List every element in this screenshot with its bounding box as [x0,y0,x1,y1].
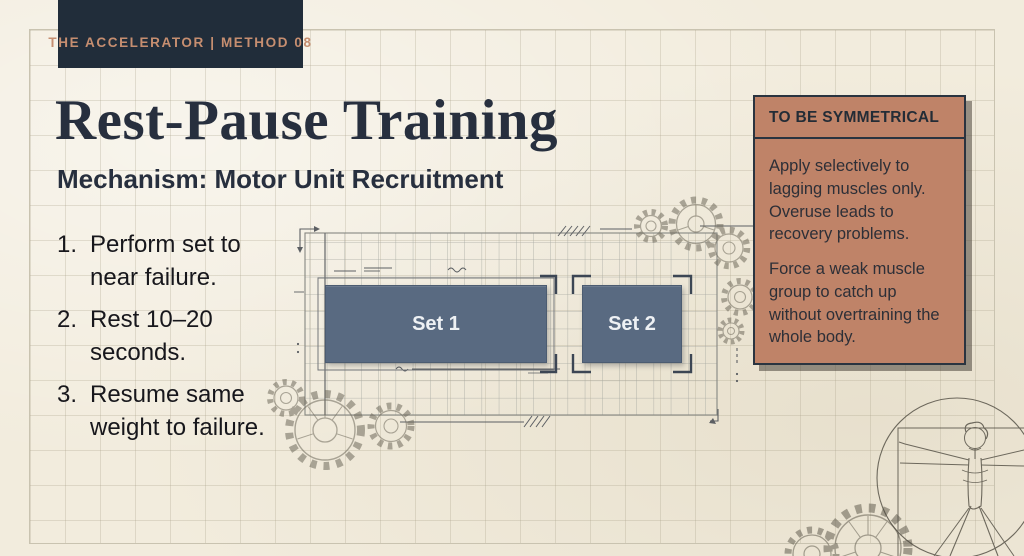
step-number: 3. [57,381,78,408]
method-badge: THE ACCELERATOR | METHOD 08 [48,0,311,68]
step-item-1: 1. Perform set to near failure. [57,228,307,294]
step-text: Perform set to near failure. [90,231,241,291]
step-number: 2. [57,306,78,333]
set1-label: Set 1 [412,312,460,335]
callout-paragraph-2: Force a weak muscle group to catch up wi… [769,260,940,347]
step-text: Rest 10–20 seconds. [90,306,213,366]
callout-title: TO BE SYMMETRICAL [755,97,964,139]
set2-label: Set 2 [608,312,656,335]
callout-paragraph-1: Apply selectively to lagging muscles onl… [769,157,926,244]
method-badge-label: THE ACCELERATOR | METHOD 08 [48,34,313,50]
step-item-2: 2. Rest 10–20 seconds. [57,303,307,369]
callout-body: Apply selectively to lagging muscles onl… [755,139,964,363]
set1-box: Set 1 [325,285,547,363]
page-subtitle: Mechanism: Motor Unit Recruitment [57,164,504,194]
step-item-3: 3. Resume same weight to failure. [57,378,307,444]
steps-list: 1. Perform set to near failure. 2. Rest … [57,228,307,453]
symmetry-callout-card: TO BE SYMMETRICAL Apply selectively to l… [753,95,966,366]
page-title: Rest-Pause Training [55,89,558,152]
step-number: 1. [57,231,78,258]
step-text: Resume same weight to failure. [90,381,265,441]
set2-box: Set 2 [582,285,682,363]
